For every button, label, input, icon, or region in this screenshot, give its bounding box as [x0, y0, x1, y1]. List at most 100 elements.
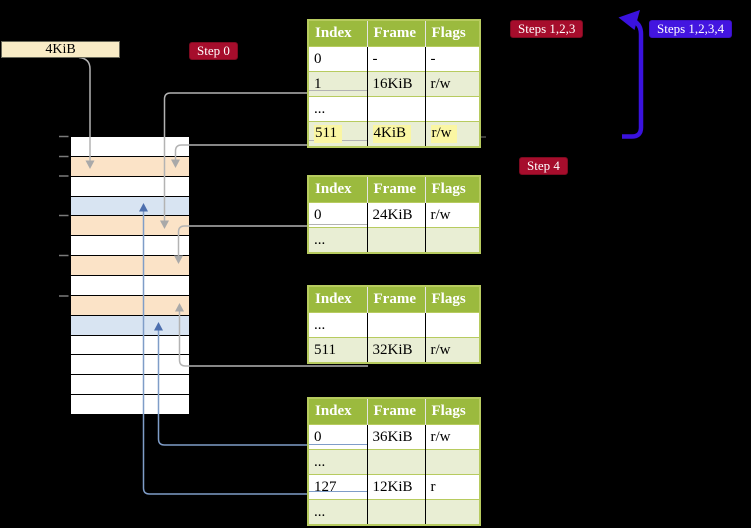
column-header-frame: Frame [366, 176, 425, 203]
steps-1-2-3-badge: Steps 1,2,3 [510, 20, 584, 38]
table-cell: 511 [308, 337, 367, 363]
table-cell: 0 [308, 424, 367, 450]
table-cell: 24KiB [366, 202, 425, 228]
highlighted-value: r/w [430, 125, 457, 143]
table-cell: 0 [308, 202, 367, 228]
table-cell [424, 96, 480, 122]
column-header-index: Index [308, 20, 367, 47]
memory-frame-row-white [71, 137, 189, 157]
table-cell: ... [308, 227, 367, 253]
highlighted-value: 4KiB [372, 125, 412, 143]
table-cell: 511 [308, 121, 367, 147]
t4-entry0-to-frame36-arrow [154, 322, 309, 446]
column-header-flags: Flags [424, 398, 480, 425]
t1-entry1-to-frame16-arrow [160, 92, 309, 229]
steps-loop-arrow [618, 10, 644, 139]
column-header-flags: Flags [424, 20, 480, 47]
table-cell: ... [308, 312, 367, 338]
memory-frame-row-orange [71, 256, 189, 277]
table-cell: ... [308, 96, 367, 122]
table-cell [424, 449, 480, 475]
t3-entry511-to-frame32-arrow [175, 303, 368, 367]
memory-address-ticks [59, 135, 69, 297]
memory-frame-row-white [71, 395, 189, 415]
steps-1-2-3-4-badge: Steps 1,2,3,4 [649, 20, 733, 38]
label-to-frame-arrow [78, 56, 95, 169]
table-cell: r [424, 474, 480, 500]
table-cell: ... [308, 499, 367, 525]
table-cell [366, 227, 425, 253]
t1-entry511-to-frame4-arrow [171, 144, 309, 168]
t2-entry0-to-frame24-arrow [174, 225, 309, 264]
step-0-badge: Step 0 [189, 42, 238, 60]
table-cell: 127 [308, 474, 367, 500]
memory-frame-row-white [71, 236, 189, 257]
table-row: ... [308, 312, 480, 338]
physical-memory-column [70, 136, 190, 415]
step-4-badge: Step 4 [519, 157, 568, 175]
memory-frame-row-white [71, 276, 189, 296]
table-cell: 4KiB [366, 121, 425, 147]
table-row: ... [308, 449, 480, 475]
table-cell: r/w [424, 71, 480, 97]
memory-frame-row-blue [71, 315, 189, 336]
column-header-index: Index [308, 286, 367, 313]
table-cell: 1 [308, 71, 367, 97]
table-row: 511 4KiB r/w [308, 121, 480, 147]
memory-frame-row-orange [71, 216, 189, 237]
table-cell [366, 312, 425, 338]
table-cell: 36KiB [366, 424, 425, 450]
table-cell [366, 449, 425, 475]
table-cell: 32KiB [366, 337, 425, 363]
table-row: ... [308, 499, 480, 525]
memory-frame-row-white [71, 335, 189, 356]
table-cell: - [366, 46, 425, 72]
table-cell: 12KiB [366, 474, 425, 500]
memory-frame-row-blue [71, 196, 189, 217]
table-cell [424, 499, 480, 525]
frame-size-label: 4KiB [1, 41, 120, 58]
table-cell: r/w [424, 202, 480, 228]
column-header-frame: Frame [366, 20, 425, 47]
table-cell [366, 96, 425, 122]
t4-entry127-to-frame12-arrow [139, 203, 309, 495]
column-header-flags: Flags [424, 176, 480, 203]
memory-frame-row-white [71, 355, 189, 376]
table-cell: r/w [424, 424, 480, 450]
memory-frame-row-white [71, 176, 189, 197]
table-cell: ... [308, 449, 367, 475]
table-row: 0-- [308, 46, 480, 72]
table-cell [424, 312, 480, 338]
memory-frame-row-white [71, 375, 189, 396]
table-cell: 16KiB [366, 71, 425, 97]
highlighted-value: 511 [314, 125, 342, 143]
column-header-index: Index [308, 176, 367, 203]
column-header-frame: Frame [366, 398, 425, 425]
table-cell: r/w [424, 121, 480, 147]
memory-frame-row-orange [71, 295, 189, 316]
table-cell: - [424, 46, 480, 72]
memory-frame-row-orange [71, 156, 189, 177]
column-header-frame: Frame [366, 286, 425, 313]
table-cell: 0 [308, 46, 367, 72]
table-row: ... [308, 227, 480, 253]
column-header-flags: Flags [424, 286, 480, 313]
table-cell [424, 227, 480, 253]
table-row: ... [308, 96, 480, 122]
table-cell [366, 499, 425, 525]
